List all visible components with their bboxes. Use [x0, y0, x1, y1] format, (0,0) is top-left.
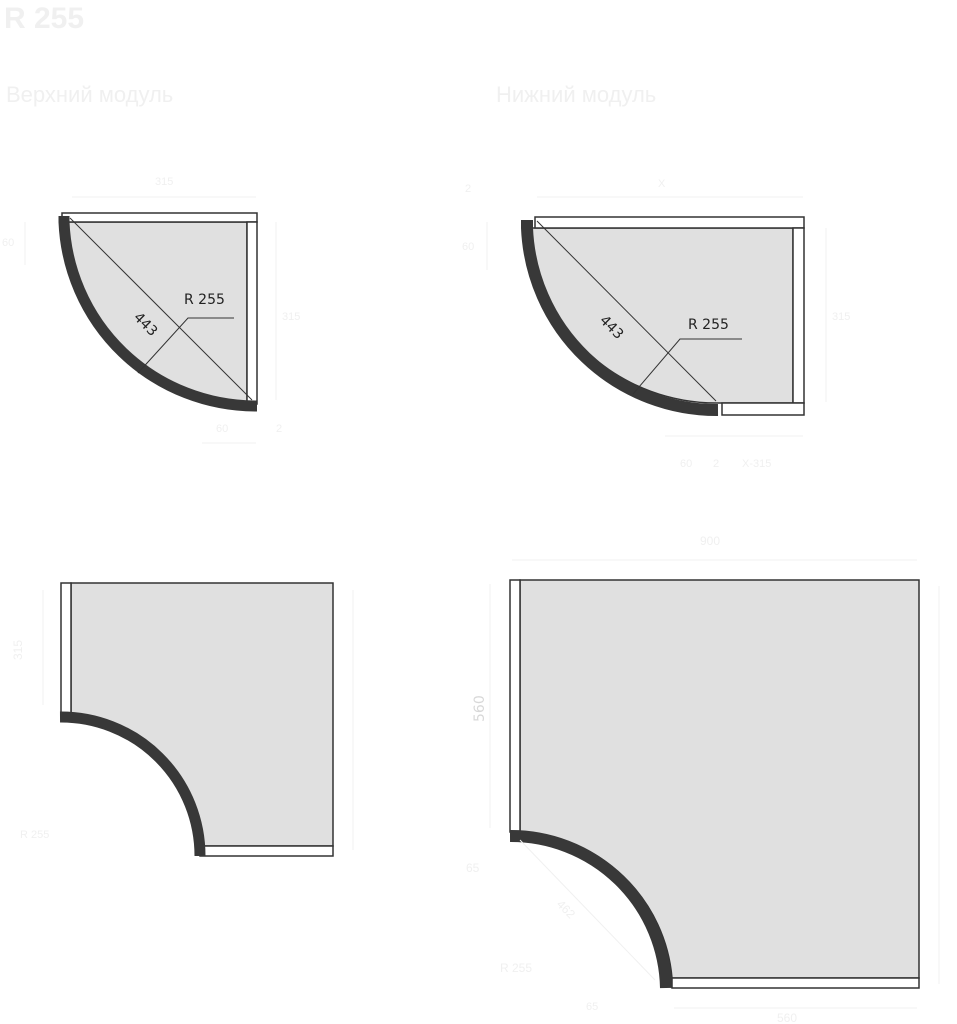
- radius-label: R 255: [688, 317, 729, 333]
- dimension-label: 462: [554, 897, 578, 921]
- front-panel: [199, 845, 334, 857]
- radius-label: R 255: [184, 292, 225, 308]
- drawing-bottom-left: 315 R 255: [11, 582, 354, 857]
- curved-edge: [58, 216, 257, 412]
- upper-module-label: Верхний модуль: [6, 82, 173, 107]
- radius-leader-line: [632, 338, 742, 395]
- diagonal-dimension-line: [536, 220, 717, 402]
- dimension-label: 2: [276, 423, 282, 435]
- dimension-label: 315: [832, 311, 850, 323]
- dimension-label: 2: [465, 183, 471, 195]
- curved-edge: [509, 829, 672, 989]
- header-title: R 255: [4, 2, 84, 35]
- side-panel: [792, 227, 805, 404]
- dimension-label: 65: [466, 861, 480, 875]
- dimension-label: X: [658, 178, 666, 190]
- dimension-label: X-315: [742, 458, 771, 470]
- side-label: 560: [472, 695, 488, 722]
- curved-edge: [59, 711, 206, 857]
- dimension-label: R 255: [500, 961, 532, 975]
- front-panel: [671, 977, 920, 989]
- dimension-label: 315: [282, 311, 300, 323]
- dimension-label: 2: [713, 458, 719, 470]
- dimension-label: 60: [216, 423, 228, 435]
- front-panel: [721, 402, 805, 416]
- dimension-label: 315: [11, 640, 25, 660]
- curved-edge: [521, 220, 719, 417]
- dimension-label: 60: [462, 241, 474, 253]
- back-panel: [534, 216, 805, 229]
- tabletop-surface: [526, 227, 794, 404]
- dimension-label: 560: [777, 1011, 797, 1024]
- tabletop-surface: [519, 579, 920, 979]
- dimension-label: 315: [155, 176, 173, 188]
- dimension-label: 900: [700, 534, 720, 548]
- radius-leader-line: [137, 317, 234, 374]
- lower-module-label: Нижний модуль: [496, 82, 656, 107]
- diagonal-dimension-line: [69, 217, 253, 401]
- dimension-label: 900: [955, 790, 957, 810]
- drawing-top-right: R 255 443 X 315 60 60 2 X-315 2: [462, 178, 850, 470]
- side-panel: [60, 582, 72, 718]
- side-panel: [246, 221, 258, 405]
- dimension-label: 65: [586, 1001, 598, 1013]
- dimension-label: R 255: [20, 829, 49, 841]
- drawing-top-left: R 255 443 315 315 60 60 2: [2, 176, 300, 444]
- back-panel: [61, 212, 258, 223]
- dimension-line: [519, 839, 656, 981]
- dimension-label: 60: [680, 458, 692, 470]
- drawing-bottom-right: 560 900 900 560 65 462 R 255 65: [466, 534, 957, 1024]
- dimension-label: 60: [2, 237, 14, 249]
- side-panel: [509, 579, 521, 833]
- tabletop-surface: [70, 582, 334, 847]
